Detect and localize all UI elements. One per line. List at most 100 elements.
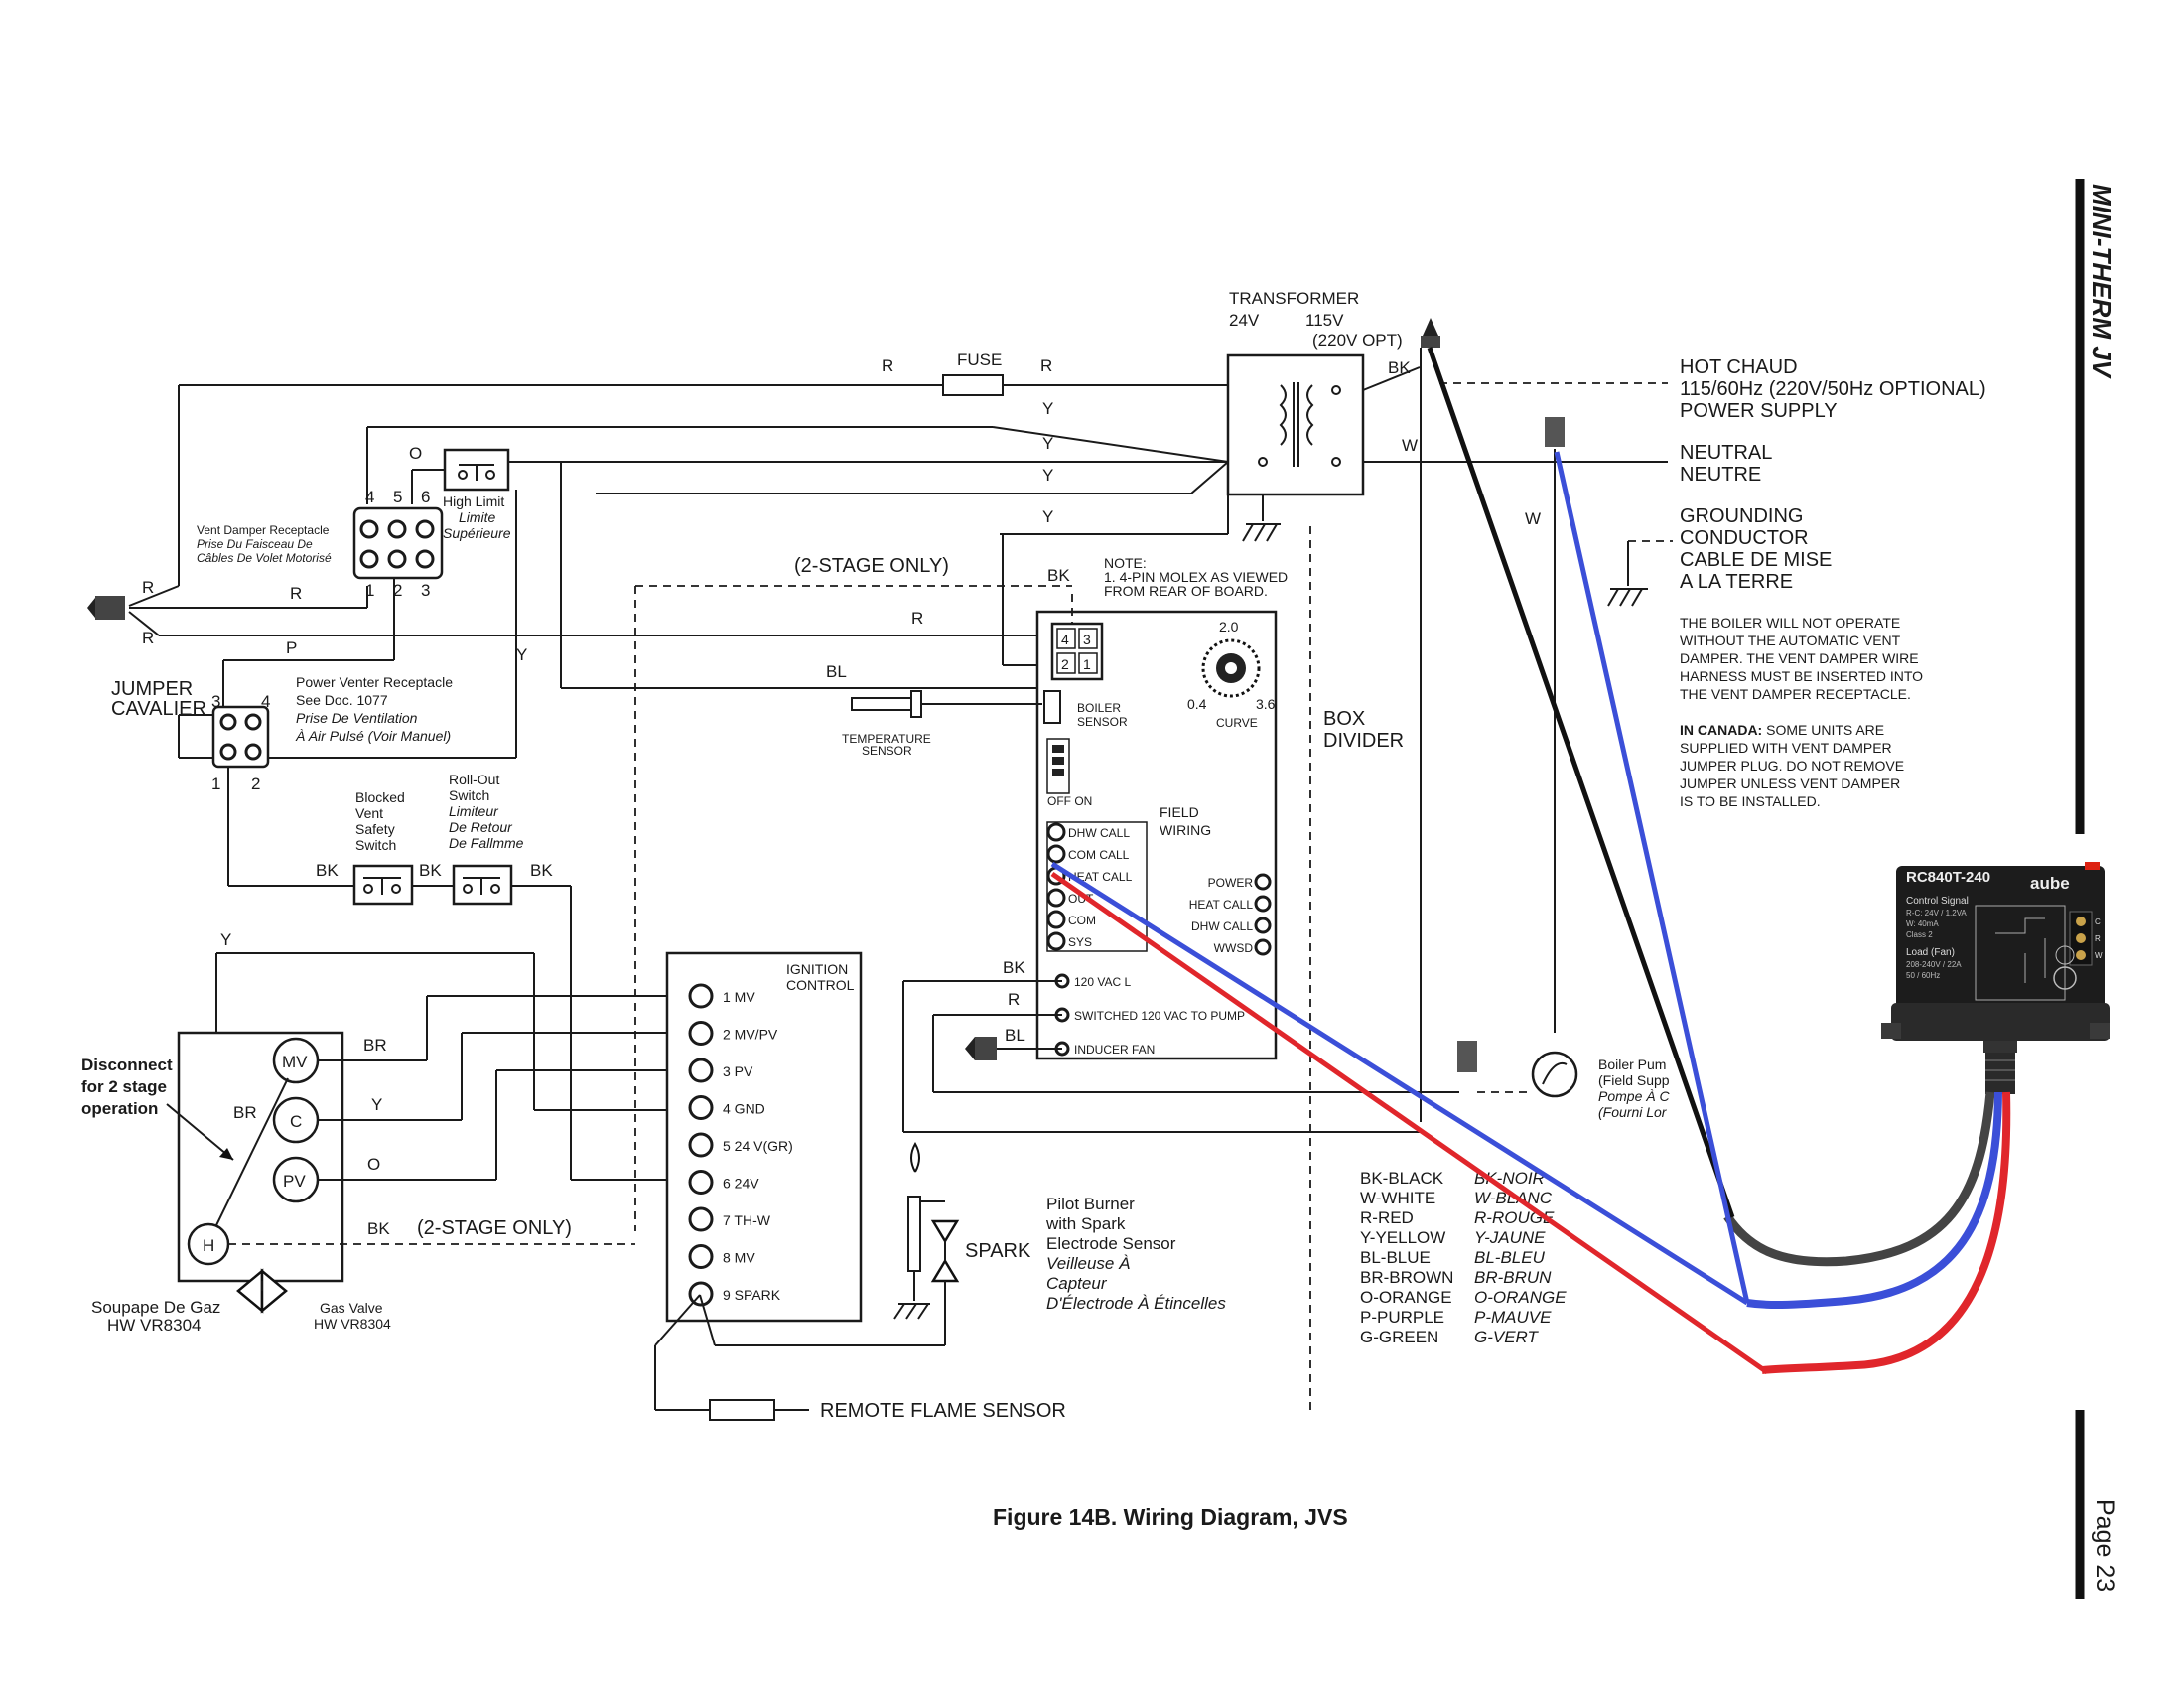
- supply-ground-4: A LA TERRE: [1680, 571, 1793, 593]
- svg-text:De Fallmme: De Fallmme: [449, 835, 524, 851]
- ignition-terminal[interactable]: [688, 1170, 714, 1195]
- fuse: [942, 374, 1004, 396]
- svg-text:Blocked: Blocked: [355, 789, 405, 805]
- ignition-terminal[interactable]: [688, 983, 714, 1009]
- svg-text:THE VENT DAMPER RECEPTACLE.: THE VENT DAMPER RECEPTACLE.: [1680, 686, 1911, 702]
- legend-color-fr: R-ROUGE: [1474, 1208, 1555, 1227]
- svg-text:TEMPERATURE: TEMPERATURE: [842, 732, 931, 746]
- gas-valve-symbol: [236, 1268, 288, 1314]
- field-terminal-screw[interactable]: [1046, 910, 1066, 929]
- two-stage-label-top: (2-STAGE ONLY): [794, 555, 949, 577]
- svg-text:1: 1: [1083, 656, 1091, 672]
- field-terminals: FIELD WIRING: [1046, 804, 1211, 952]
- svg-text:IN CANADA: SOME UNITS ARE: IN CANADA: SOME UNITS ARE: [1680, 722, 1884, 738]
- ignition-terminal[interactable]: [688, 1244, 714, 1269]
- svg-text:Power Venter Receptacle: Power Venter Receptacle: [296, 674, 453, 690]
- fuse-label: FUSE: [957, 351, 1002, 369]
- legend-color-fr: G-VERT: [1474, 1328, 1540, 1346]
- ignition-terminal-label: 7 TH-W: [723, 1212, 771, 1228]
- legend-color-en: P-PURPLE: [1360, 1308, 1444, 1327]
- supply-neutral-2: NEUTRE: [1680, 464, 1761, 486]
- field-terminal-label: DHW CALL: [1068, 826, 1130, 840]
- svg-text:IGNITION: IGNITION: [786, 961, 848, 977]
- svg-text:1: 1: [211, 775, 220, 793]
- svg-text:Y: Y: [1042, 507, 1053, 526]
- svg-text:BL: BL: [826, 662, 847, 681]
- svg-text:THE BOILER WILL NOT OPERATE: THE BOILER WILL NOT OPERATE: [1680, 615, 1900, 631]
- svg-text:Prise De Ventilation: Prise De Ventilation: [296, 710, 418, 726]
- svg-text:2: 2: [1061, 656, 1069, 672]
- side-title: MINI-THERM JV: [2087, 184, 2116, 380]
- svg-text:WITHOUT THE AUTOMATIC VENT: WITHOUT THE AUTOMATIC VENT: [1680, 633, 1901, 648]
- svg-text:CAVALIER: CAVALIER: [111, 698, 206, 720]
- svg-text:R: R: [142, 629, 154, 647]
- svg-text:Disconnect: Disconnect: [81, 1056, 173, 1074]
- supply-ground-2: CONDUCTOR: [1680, 527, 1809, 549]
- power-venter-label: Power Venter Receptacle See Doc. 1077 Pr…: [295, 674, 453, 744]
- overlay-wire-red: [1050, 871, 1769, 1375]
- field-terminal-screw[interactable]: [1046, 888, 1066, 908]
- wire-nut-left: [87, 596, 125, 620]
- ignition-terminal-label: 9 SPARK: [723, 1287, 781, 1303]
- svg-text:BK: BK: [1047, 566, 1070, 585]
- field-terminal-screw[interactable]: [1046, 931, 1066, 951]
- wire-nut-neutral: [1545, 417, 1565, 447]
- coil-secondary: [1279, 384, 1287, 446]
- svg-text:R: R: [911, 609, 923, 628]
- svg-text:2: 2: [251, 775, 260, 793]
- transformer-115v: 115V: [1305, 311, 1344, 330]
- led-indicator: [1254, 938, 1272, 956]
- svg-text:1: 1: [365, 581, 374, 600]
- svg-text:Y: Y: [1042, 466, 1053, 485]
- field-terminal-screw[interactable]: [1046, 844, 1066, 864]
- overlay-wire-blue-neutral: [1554, 451, 1750, 1304]
- curve-dial[interactable]: 2.0 0.4 3.6 CURVE: [1187, 619, 1276, 730]
- relay-lead-black: [1723, 1091, 1995, 1267]
- supply-hot-2: 115/60Hz (220V/50Hz OPTIONAL): [1680, 378, 1986, 400]
- svg-text:208-240V / 22A: 208-240V / 22A: [1906, 960, 1962, 969]
- ignition-terminal-label: 8 MV: [723, 1250, 755, 1266]
- svg-text:0.4: 0.4: [1187, 696, 1207, 712]
- svg-text:Electrode Sensor: Electrode Sensor: [1046, 1234, 1176, 1253]
- legend-color-fr: P-MAUVE: [1474, 1308, 1552, 1327]
- overlay-wire-blue-field: [1050, 861, 1749, 1306]
- svg-text:O: O: [409, 444, 422, 463]
- svg-text:3.6: 3.6: [1256, 696, 1276, 712]
- svg-text:6: 6: [421, 488, 430, 506]
- led-label: POWER: [1208, 876, 1254, 890]
- ignition-terminal[interactable]: [688, 1206, 714, 1232]
- canada-note: IN CANADA: SOME UNITS ARE SUPPLIED WITH …: [1680, 722, 1904, 809]
- svg-text:HARNESS MUST BE INSERTED INTO: HARNESS MUST BE INSERTED INTO: [1680, 668, 1923, 684]
- svg-text:BR: BR: [363, 1036, 387, 1055]
- svg-text:operation: operation: [81, 1099, 158, 1118]
- rollout-switch: Roll-Out Switch Limiteur De Retour De Fa…: [449, 772, 524, 906]
- ignition-terminal[interactable]: [688, 1095, 714, 1120]
- svg-text:50 / 60Hz: 50 / 60Hz: [1906, 971, 1940, 980]
- svg-text:À Air Pulsé (Voir Manuel): À Air Pulsé (Voir Manuel): [295, 728, 451, 744]
- field-terminal-label: COM: [1068, 914, 1096, 927]
- svg-text:R-C: 24V / 1.2VA: R-C: 24V / 1.2VA: [1906, 909, 1967, 917]
- svg-text:CURVE: CURVE: [1216, 716, 1258, 730]
- overlay-wire-black: [1427, 347, 1735, 1218]
- ignition-terminal[interactable]: [688, 1058, 714, 1083]
- transformer-box: [1226, 353, 1365, 496]
- svg-text:D'Électrode À Étincelles: D'Électrode À Étincelles: [1046, 1294, 1226, 1313]
- ignition-terminal-label: 2 MV/PV: [723, 1027, 778, 1043]
- svg-text:R: R: [1040, 356, 1052, 375]
- pilot-burner: SPARK: [715, 1141, 1031, 1346]
- svg-text:BK: BK: [1003, 958, 1025, 977]
- ignition-terminal-label: 6 24V: [723, 1176, 759, 1192]
- field-terminal-label: COM CALL: [1068, 848, 1130, 862]
- svg-text:DAMPER. THE VENT DAMPER WIRE: DAMPER. THE VENT DAMPER WIRE: [1680, 650, 1919, 666]
- remote-flame-sensor: [709, 1399, 775, 1421]
- legend-color-en: BR-BROWN: [1360, 1268, 1453, 1287]
- jumper-receptacle: 3 4 1 2 JUMPER CAVALIER: [111, 678, 270, 793]
- svg-text:Y: Y: [516, 645, 527, 664]
- ignition-terminal[interactable]: [688, 1132, 714, 1158]
- svg-text:HW VR8304: HW VR8304: [107, 1316, 201, 1335]
- transformer-title: TRANSFORMER: [1229, 289, 1359, 308]
- svg-text:Switch: Switch: [449, 787, 489, 803]
- ignition-terminal[interactable]: [688, 1021, 714, 1046]
- field-terminal-screw[interactable]: [1046, 822, 1066, 842]
